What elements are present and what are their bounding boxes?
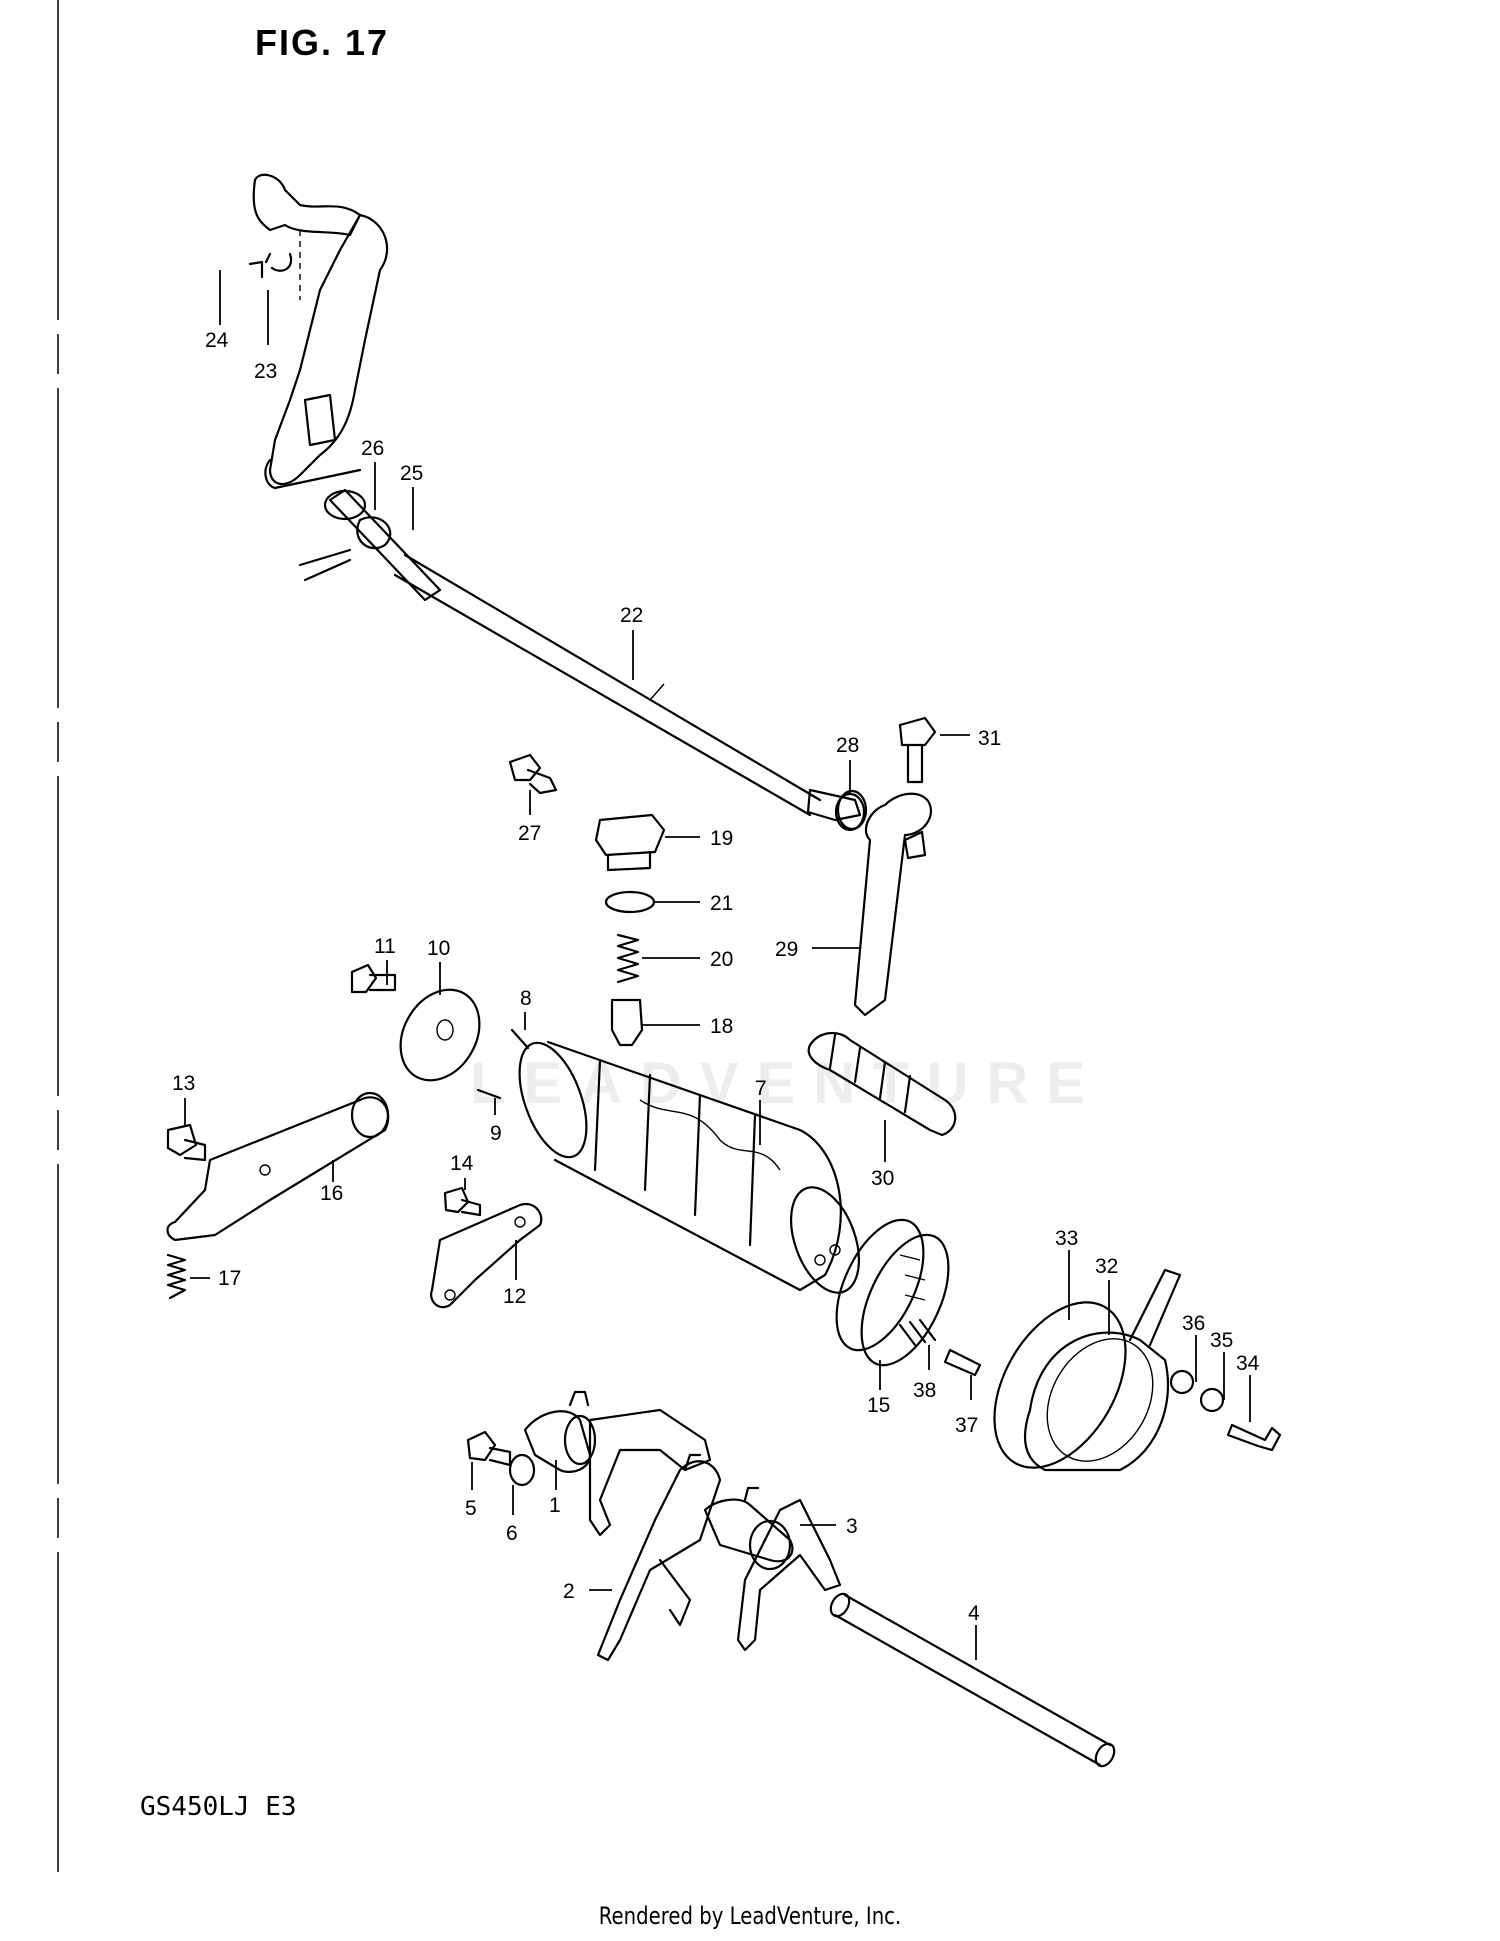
part-2-shift-fork xyxy=(596,1453,722,1662)
callout-19: 19 xyxy=(710,827,733,850)
callout-7: 7 xyxy=(755,1077,767,1100)
part-36-washer xyxy=(1169,1369,1195,1395)
part-21-washer xyxy=(604,890,656,914)
model-code: GS450LJ E3 xyxy=(140,1792,297,1822)
part-30-grip xyxy=(807,1032,957,1137)
callout-labels: 24 23 26 25 22 28 31 27 19 21 20 18 29 1… xyxy=(172,329,1260,1625)
part-11-bolt xyxy=(350,963,397,994)
part-33-o-ring xyxy=(993,1301,1127,1469)
part-7-gearshift-cam xyxy=(518,1040,860,1294)
callout-23: 23 xyxy=(254,360,277,383)
callout-32: 32 xyxy=(1095,1255,1118,1278)
part-34-screw xyxy=(1226,1423,1282,1452)
part-38-pins xyxy=(898,1318,937,1347)
callout-10: 10 xyxy=(427,937,450,960)
figure-title: FIG. 17 xyxy=(255,22,390,63)
callout-18: 18 xyxy=(710,1015,733,1038)
callout-24: 24 xyxy=(205,329,229,352)
callout-28: 28 xyxy=(836,734,859,757)
part-1-shift-fork xyxy=(523,1390,712,1537)
part-9-pin xyxy=(476,1088,502,1100)
gearshift-shaft-assembly xyxy=(248,173,868,831)
part-35-washer xyxy=(1199,1387,1225,1413)
part-17-spring xyxy=(166,1253,187,1300)
part-13-bolt xyxy=(166,1123,207,1162)
part-32-cover xyxy=(1023,1268,1182,1472)
neutral-switch-stack xyxy=(594,813,666,1047)
part-3-shift-fork xyxy=(703,1486,842,1652)
part-10-cam-stopper-plate xyxy=(399,988,481,1082)
callout-26: 26 xyxy=(361,437,384,460)
part-14-bolt xyxy=(443,1186,482,1217)
callout-6: 6 xyxy=(506,1522,518,1545)
leader-lines xyxy=(184,270,1251,1660)
part-15-bearing xyxy=(835,1218,950,1367)
callout-8: 8 xyxy=(520,987,532,1010)
callout-1: 1 xyxy=(549,1494,561,1517)
callout-13: 13 xyxy=(172,1072,195,1095)
callout-21: 21 xyxy=(710,892,733,915)
callout-29: 29 xyxy=(775,938,798,961)
callout-33: 33 xyxy=(1055,1227,1078,1250)
callout-15: 15 xyxy=(867,1394,890,1417)
callout-9: 9 xyxy=(490,1122,502,1145)
part-8-pin xyxy=(510,1028,530,1050)
part-27-bolt xyxy=(508,753,558,795)
callout-31: 31 xyxy=(978,727,1001,750)
callout-5: 5 xyxy=(465,1497,477,1520)
part-16-cam-stopper xyxy=(166,1091,390,1242)
callout-3: 3 xyxy=(846,1515,858,1538)
part-19-plug xyxy=(594,813,666,857)
callout-30: 30 xyxy=(871,1167,894,1190)
part-18-pin xyxy=(610,998,644,1047)
callout-35: 35 xyxy=(1210,1329,1233,1352)
part-31-bolt xyxy=(898,716,937,784)
callout-14: 14 xyxy=(450,1152,474,1175)
callout-4: 4 xyxy=(968,1602,980,1625)
callout-17: 17 xyxy=(218,1267,241,1290)
callout-25: 25 xyxy=(400,462,423,485)
part-29-gearshift-lever xyxy=(853,792,933,1017)
callout-36: 36 xyxy=(1182,1312,1205,1335)
callout-27: 27 xyxy=(518,822,541,845)
part-20-spring xyxy=(616,933,640,984)
callout-12: 12 xyxy=(503,1285,526,1308)
callout-20: 20 xyxy=(710,948,733,971)
part-37-pin xyxy=(943,1348,982,1377)
callout-11: 11 xyxy=(374,935,396,958)
part-6-washer xyxy=(508,1453,536,1487)
callout-37: 37 xyxy=(955,1414,978,1437)
callout-38: 38 xyxy=(913,1379,936,1402)
callout-34: 34 xyxy=(1236,1352,1260,1375)
callout-22: 22 xyxy=(620,604,643,627)
part-5-bolt xyxy=(466,1430,512,1467)
callout-16: 16 xyxy=(320,1182,343,1205)
watermark-text: LEADVENTURE xyxy=(470,1051,1104,1116)
part-12-guide-plate xyxy=(430,1202,543,1309)
footer-credit: Rendered by LeadVenture, Inc. xyxy=(598,1902,902,1930)
part-4-fork-shaft xyxy=(829,1592,1116,1768)
callout-2: 2 xyxy=(563,1580,575,1603)
